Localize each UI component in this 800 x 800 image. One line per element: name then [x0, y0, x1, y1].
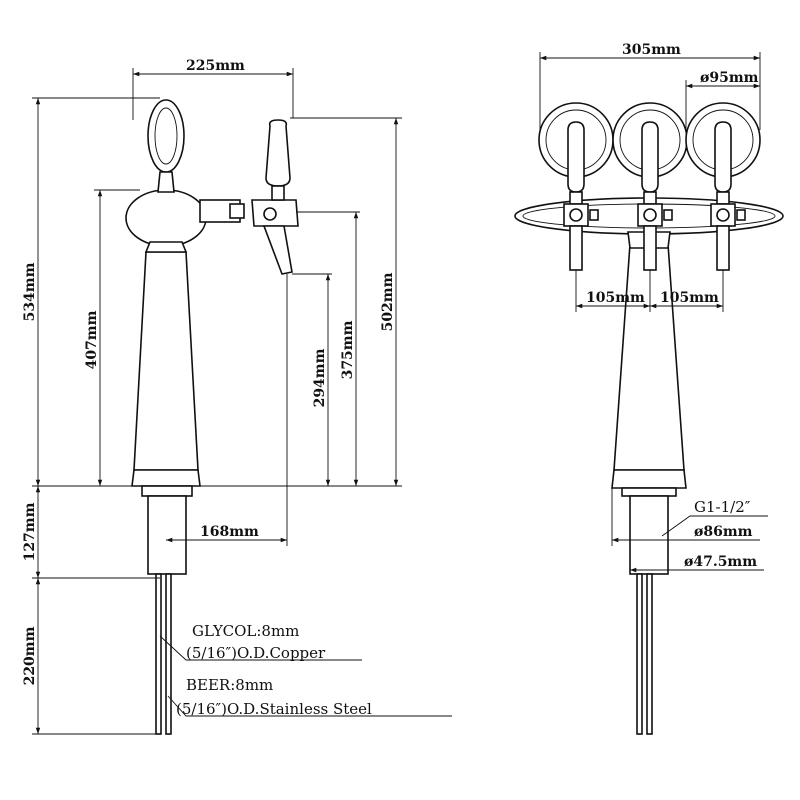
front-view: 305mm ø95mm 105mm 105mm G1-1/2″ ø86mm ø4…	[514, 42, 784, 735]
note-glycol: GLYCOL:8mm	[192, 622, 299, 640]
side-dimension-lines	[32, 68, 452, 735]
tap-handle	[265, 119, 291, 187]
front-tower-column	[613, 243, 685, 471]
note-glycol-spec: (5/16″)O.D.Copper	[186, 644, 326, 662]
front-dimension-lines	[539, 52, 768, 574]
dim-total-height: 534mm	[22, 262, 38, 321]
dim-spout-offset: 168mm	[200, 524, 259, 540]
note-beer-spec: (5/16″)O.D.Stainless Steel	[176, 700, 372, 718]
beer-line	[165, 573, 172, 735]
glycol-line	[155, 573, 162, 735]
faucet-left	[563, 121, 599, 271]
dim-base-diameter: ø86mm	[694, 524, 753, 540]
front-base-collar	[611, 469, 687, 489]
medallion-side	[147, 99, 185, 173]
tower-column	[133, 251, 199, 471]
dim-medallion-diameter: ø95mm	[700, 70, 759, 86]
tower-neck	[144, 241, 188, 253]
tower-base-ring	[141, 485, 193, 497]
dim-shank-length: 127mm	[22, 502, 38, 561]
dim-tower-height: 407mm	[84, 310, 100, 369]
dim-spout-height: 375mm	[340, 320, 356, 379]
shank	[147, 495, 187, 575]
dim-overall-width: 305mm	[622, 42, 681, 58]
medallion-stem	[157, 171, 175, 193]
dim-shank-diameter: ø47.5mm	[684, 554, 757, 570]
dim-faucet-height: 502mm	[380, 272, 396, 331]
front-base-ring	[621, 487, 677, 497]
dim-tap-spacing-right: 105mm	[660, 290, 719, 306]
front-shank	[629, 495, 669, 575]
dim-handle-reach: 225mm	[186, 58, 245, 74]
front-beer-line	[646, 573, 653, 735]
dim-thread: G1-1/2″	[694, 498, 751, 516]
side-view: 225mm 534mm 407mm 502mm 375mm 294mm 127m…	[22, 58, 452, 735]
faucet-center	[637, 121, 673, 271]
front-glycol-line	[636, 573, 643, 735]
dim-outlet-height: 294mm	[312, 348, 328, 407]
tower-head-ball	[125, 189, 207, 247]
faucet-spout	[262, 225, 293, 275]
dim-line-length: 220mm	[22, 626, 38, 685]
dim-tap-spacing-left: 105mm	[586, 290, 645, 306]
faucet-right	[710, 121, 746, 271]
note-beer: BEER:8mm	[186, 676, 273, 694]
tower-base-collar	[131, 469, 201, 487]
